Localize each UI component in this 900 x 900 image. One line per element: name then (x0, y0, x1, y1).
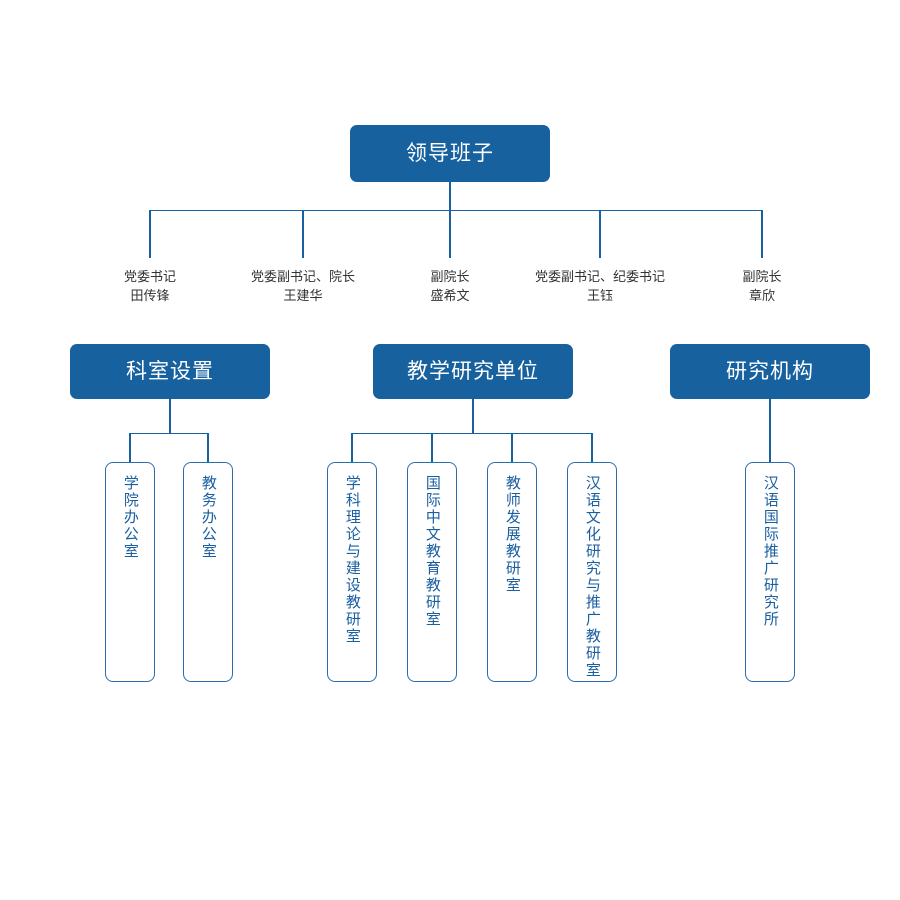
connector-group2-bus (352, 433, 592, 435)
leader-name-4: 王钰 (586, 287, 614, 303)
node-leaf-office-college-label: 学院办公室 (121, 475, 139, 560)
leader-name-3: 盛希文 (430, 287, 470, 303)
connector-group2-drop-2 (431, 433, 433, 462)
leader-label-4: 党委副书记、纪委书记 王钰 (535, 268, 665, 306)
connector-leader-drop-2 (302, 210, 304, 258)
node-leaf-office-academic[interactable]: 教务办公室 (183, 462, 233, 682)
connector-leader-drop-3 (449, 210, 451, 258)
leader-label-1: 党委书记 田传锋 (124, 268, 176, 306)
node-leaf-chinese-culture-promotion-label: 汉语文化研究与推广教研室 (583, 475, 601, 679)
leader-name-2: 王建华 (283, 287, 323, 303)
node-leaf-discipline-theory[interactable]: 学科理论与建设教研室 (327, 462, 377, 682)
leader-name-1: 田传锋 (130, 287, 170, 303)
leader-title-2: 党委副书记、院长 (250, 269, 356, 284)
connector-group1-bus (130, 433, 208, 435)
node-leaf-intl-chinese-education[interactable]: 国际中文教育教研室 (407, 462, 457, 682)
leader-label-5: 副院长 章欣 (742, 268, 781, 306)
connector-group2-drop-4 (591, 433, 593, 462)
node-leaf-office-academic-label: 教务办公室 (199, 475, 217, 560)
leader-label-2: 党委副书记、院长 王建华 (251, 268, 355, 306)
connector-group1-stem (169, 399, 171, 433)
connector-group3-stem (769, 399, 771, 462)
node-group-teaching-research-label: 教学研究单位 (407, 360, 539, 383)
connector-leader-drop-5 (761, 210, 763, 258)
connector-leader-drop-1 (149, 210, 151, 258)
node-group-research-institutions-label: 研究机构 (726, 360, 814, 383)
connector-root-stem (449, 182, 451, 210)
leader-name-5: 章欣 (748, 287, 776, 303)
node-leaf-intl-chinese-education-label: 国际中文教育教研室 (423, 475, 441, 628)
node-leaf-chinese-culture-promotion[interactable]: 汉语文化研究与推广教研室 (567, 462, 617, 682)
node-group-departments[interactable]: 科室设置 (70, 344, 270, 399)
node-leaf-chinese-intl-promotion-institute-label: 汉语国际推广研究所 (761, 475, 779, 628)
leader-title-5: 副院长 (742, 269, 782, 284)
node-leaf-chinese-intl-promotion-institute[interactable]: 汉语国际推广研究所 (745, 462, 795, 682)
node-root[interactable]: 领导班子 (350, 125, 550, 182)
node-root-label: 领导班子 (406, 142, 494, 165)
connector-group1-drop-1 (129, 433, 131, 462)
node-leaf-teacher-development-label: 教师发展教研室 (503, 475, 521, 594)
connector-group1-drop-2 (207, 433, 209, 462)
node-leaf-office-college[interactable]: 学院办公室 (105, 462, 155, 682)
connector-leader-bus (150, 210, 762, 212)
node-group-research-institutions[interactable]: 研究机构 (670, 344, 870, 399)
connector-group2-drop-1 (351, 433, 353, 462)
connector-leader-drop-4 (599, 210, 601, 258)
node-leaf-discipline-theory-label: 学科理论与建设教研室 (343, 475, 361, 645)
leader-title-1: 党委书记 (123, 269, 177, 284)
node-group-teaching-research[interactable]: 教学研究单位 (373, 344, 573, 399)
leader-title-4: 党委副书记、纪委书记 (534, 269, 666, 284)
node-leaf-teacher-development[interactable]: 教师发展教研室 (487, 462, 537, 682)
connector-group2-stem (472, 399, 474, 433)
leader-title-3: 副院长 (430, 269, 470, 284)
leader-label-3: 副院长 盛希文 (430, 268, 469, 306)
connector-group2-drop-3 (511, 433, 513, 462)
node-group-departments-label: 科室设置 (126, 360, 214, 383)
